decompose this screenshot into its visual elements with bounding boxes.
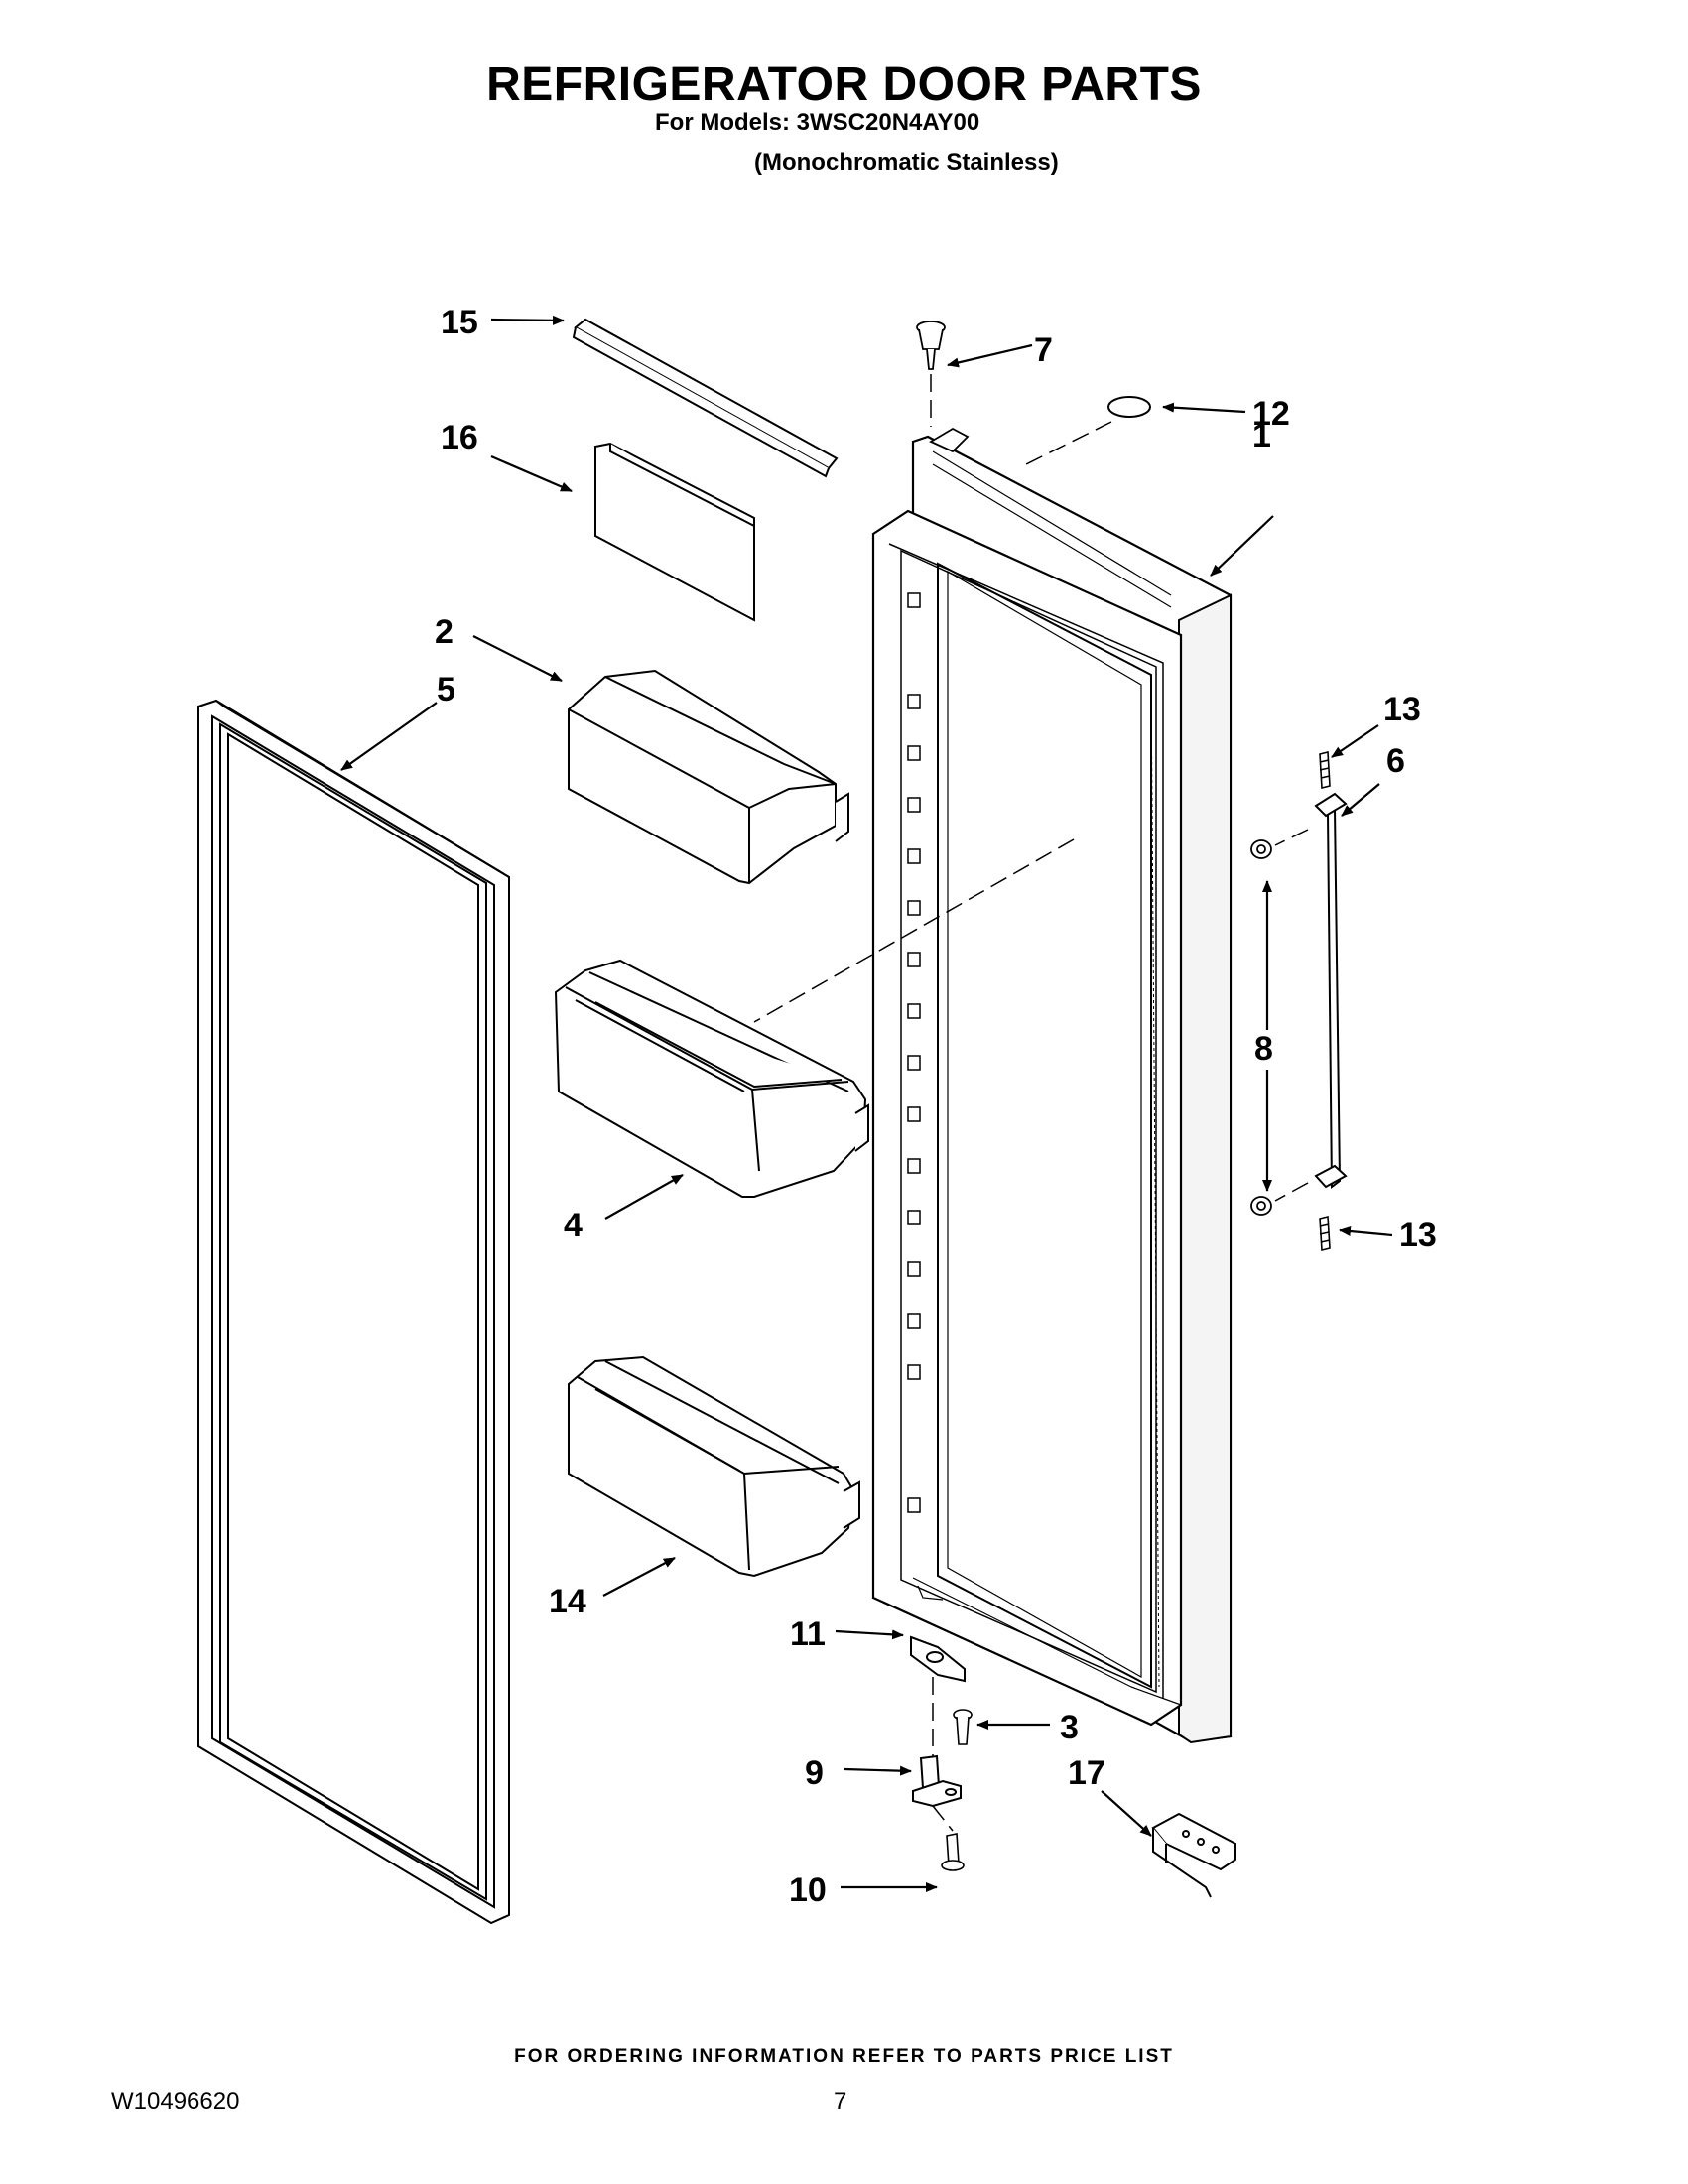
callout-12: 12 [1252,395,1290,433]
hinge-plate [910,1635,966,1683]
callout-16: 16 [441,419,478,456]
document-number: W10496620 [111,2088,240,2115]
handle-spacer-top [1250,839,1272,859]
dairy-bin [568,669,849,885]
callout-10: 10 [789,1871,827,1909]
models-line: For Models: 3WSC20N4AY00 [655,109,980,136]
callout-11: 11 [790,1615,826,1653]
handle-screw-bottom [1319,1215,1331,1252]
callout-14: 14 [549,1583,586,1620]
callout-4: 4 [564,1207,583,1244]
callout-13-bottom: 13 [1399,1217,1437,1254]
hinge-bolt [941,1833,965,1871]
callout-15: 15 [441,304,478,341]
ordering-note: FOR ORDERING INFORMATION REFER TO PARTS … [514,2046,1174,2067]
trim-cap [572,318,839,478]
callout-8: 8 [1254,1030,1273,1068]
hinge-screw [953,1709,973,1745]
assembly-lines [753,374,1309,1832]
callout-6: 6 [1386,742,1405,780]
page-number: 7 [834,2088,847,2115]
callout-1: 1 [1252,417,1271,454]
bin-support-tabs [907,592,921,1513]
door-trim [594,442,755,622]
door-frame [871,427,1233,1744]
hinge-cover [1151,1812,1236,1898]
door-gasket [197,699,510,1925]
callout-5: 5 [437,671,455,708]
door-bin-middle [554,959,869,1198]
hinge-pin-top [916,321,946,370]
leader-arrows [340,315,1393,1892]
callout-9: 9 [805,1754,824,1792]
callout-17: 17 [1068,1754,1105,1792]
variant-line: (Monochromatic Stainless) [754,149,1059,176]
door-bin-lower [568,1355,860,1578]
handle-screw-top [1319,750,1331,790]
door-handle [1314,792,1348,1189]
page-title: REFRIGERATOR DOOR PARTS [486,59,1202,111]
hole-plug [1107,396,1151,418]
callout-3: 3 [1060,1709,1079,1746]
handle-spacer-bottom [1250,1196,1272,1216]
callout-13-top: 13 [1383,691,1421,728]
callout-7: 7 [1034,331,1053,369]
bottom-hinge [912,1754,962,1808]
callout-2: 2 [435,613,454,651]
